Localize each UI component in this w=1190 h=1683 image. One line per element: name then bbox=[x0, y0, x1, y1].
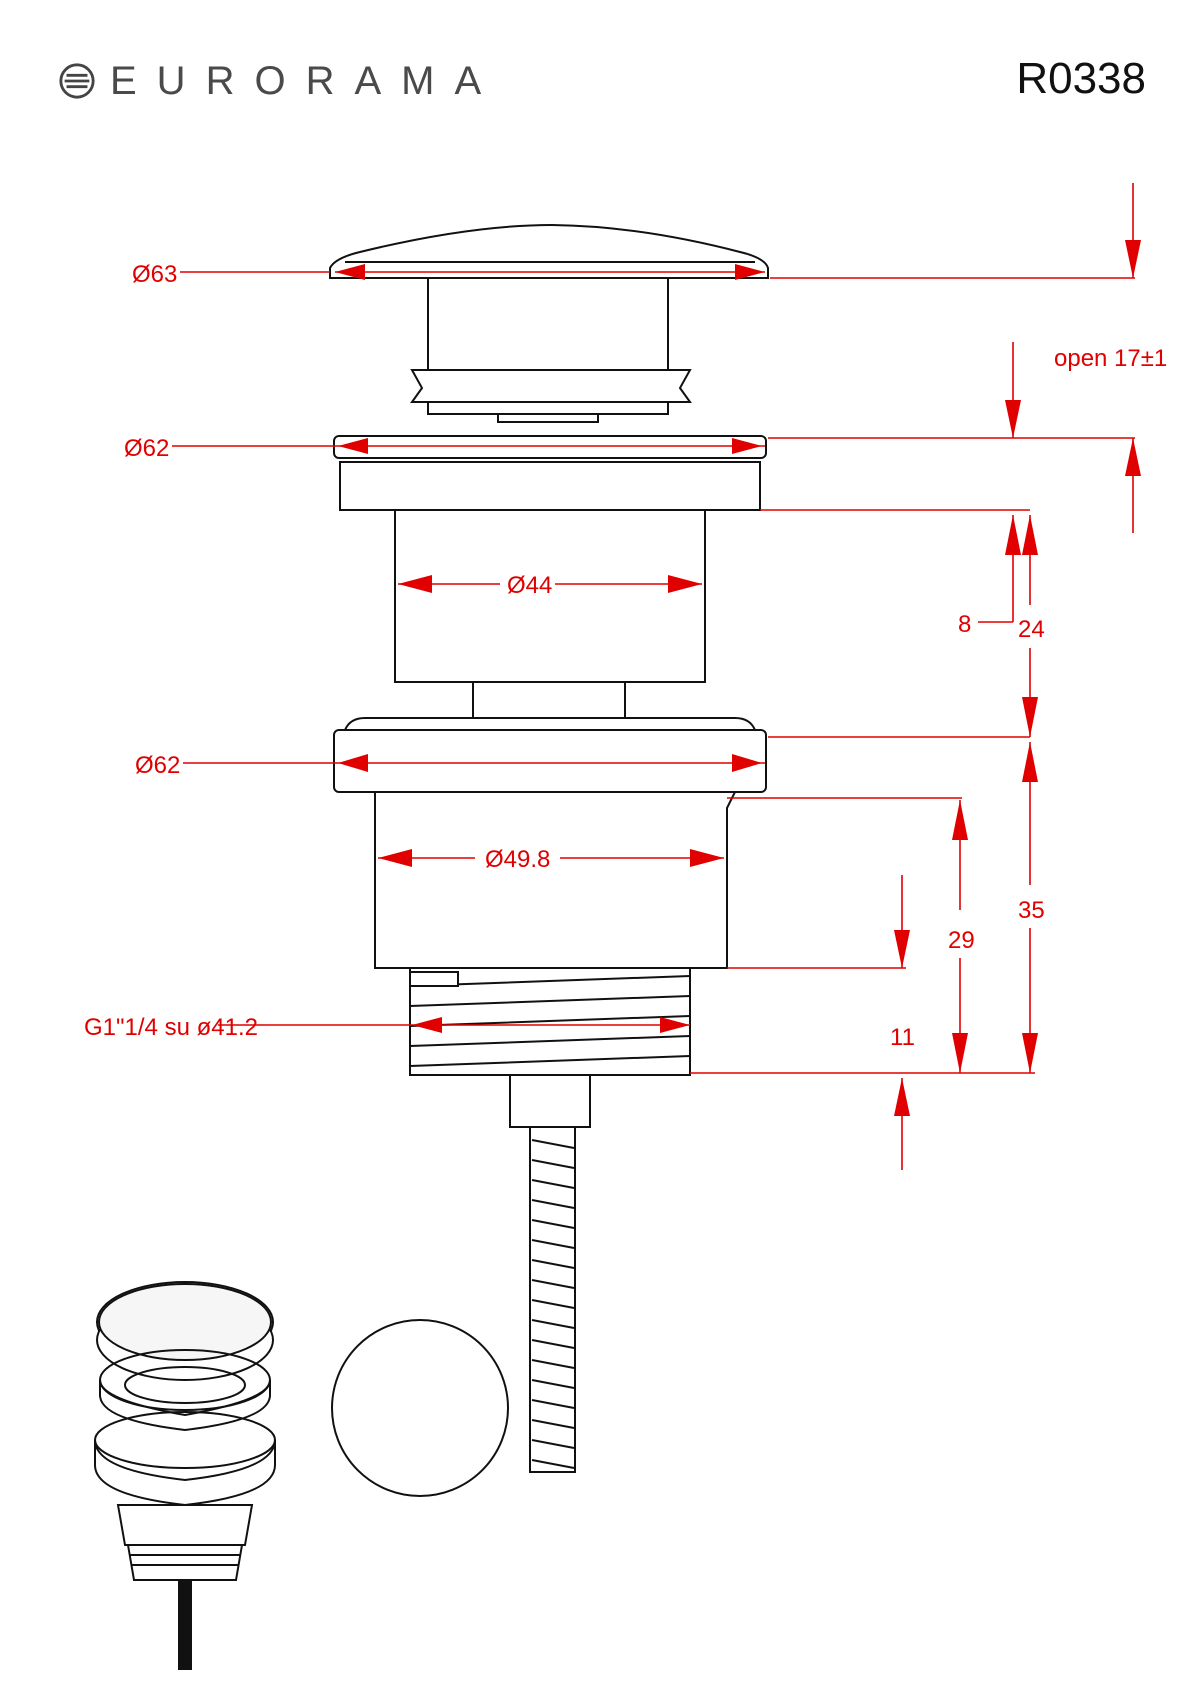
label-thread-spec: G1"1/4 su ø41.2 bbox=[84, 1014, 258, 1041]
dimension-height-11: 11 bbox=[727, 875, 915, 1170]
label-height-11: 11 bbox=[890, 1024, 915, 1051]
label-cap-diameter: Ø63 bbox=[132, 261, 177, 288]
upper-flange bbox=[333, 435, 767, 721]
label-lower-body-diameter: Ø49.8 bbox=[485, 846, 550, 873]
dimension-height-29: 29 bbox=[727, 797, 975, 1073]
brand-name: EURORAMA bbox=[110, 58, 502, 103]
label-height-35: 35 bbox=[1018, 897, 1045, 924]
dimension-lower-flange-diameter: Ø62 bbox=[135, 736, 1030, 779]
lower-flange bbox=[333, 717, 767, 969]
label-upper-flange-diameter: Ø62 bbox=[124, 435, 169, 462]
stem bbox=[509, 1074, 591, 1473]
dimension-heights-upper: 8 24 bbox=[760, 509, 1045, 737]
label-body-diameter: Ø44 bbox=[507, 572, 552, 599]
cap bbox=[329, 223, 769, 423]
label-height-8: 8 bbox=[958, 611, 971, 638]
dimension-cap-diameter: Ø63 bbox=[132, 261, 1135, 288]
dimension-thread: G1"1/4 su ø41.2 bbox=[84, 1014, 690, 1041]
label-height-24: 24 bbox=[1018, 616, 1045, 643]
product-code: R0338 bbox=[1016, 54, 1146, 103]
dimension-upper-flange-diameter: Ø62 bbox=[124, 435, 1135, 462]
top-view-cap bbox=[331, 1319, 509, 1497]
isometric-view bbox=[94, 1281, 276, 1670]
label-open-stroke: open 17±1 bbox=[1054, 345, 1167, 372]
label-height-29: 29 bbox=[948, 927, 975, 954]
eurorama-logo-icon bbox=[59, 63, 95, 99]
dimension-body-diameter: Ø44 bbox=[398, 572, 702, 599]
dimension-open-stroke: open 17±1 bbox=[1005, 183, 1167, 533]
label-lower-flange-diameter: Ø62 bbox=[135, 752, 180, 779]
dimension-lower-body-diameter: Ø49.8 bbox=[378, 846, 724, 873]
thread bbox=[409, 967, 691, 1076]
brand-logo: EURORAMA bbox=[58, 58, 501, 104]
dimension-height-35: 35 bbox=[690, 742, 1045, 1074]
